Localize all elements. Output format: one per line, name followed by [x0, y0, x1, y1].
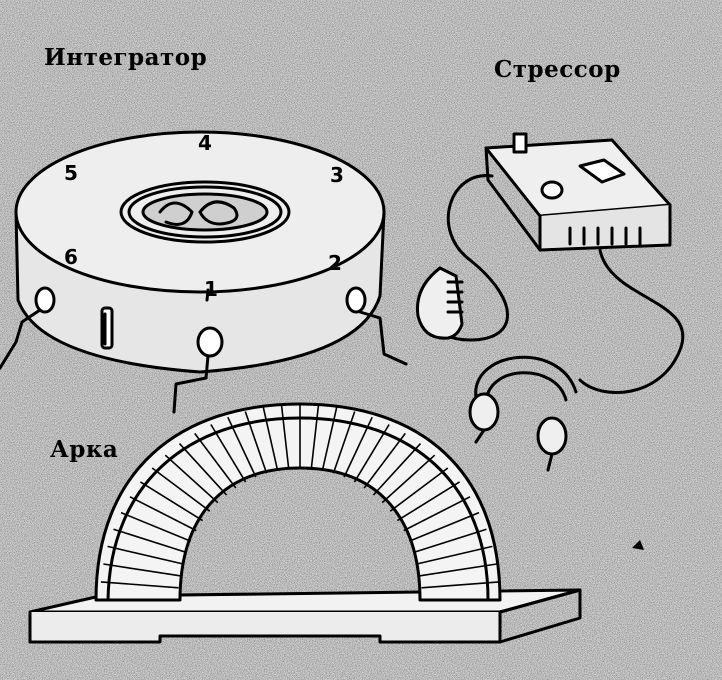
arch-brick-lines — [100, 404, 500, 601]
corner-mark — [632, 540, 644, 550]
arch-brick-joint — [343, 416, 373, 478]
arch-brick-joint — [310, 404, 320, 469]
arch-brick-joint — [100, 581, 179, 589]
brick-arch-icon — [28, 402, 582, 644]
arch-brick-joint — [363, 432, 406, 489]
arch-brick-joint — [129, 496, 197, 532]
arch-brick-joint — [227, 416, 257, 478]
hand-grip-icon — [415, 266, 464, 340]
arch-brick-joint — [178, 443, 228, 496]
arch-brick-joint — [103, 563, 181, 577]
arch-brick-joint — [151, 467, 211, 512]
arch-brick-joint — [139, 481, 204, 522]
headphones-icon — [468, 355, 578, 472]
arch-brick-joint — [262, 407, 279, 471]
arch-brick-joint — [421, 581, 500, 589]
arch-brick-joint — [413, 528, 487, 554]
arch-brick-joint — [194, 432, 237, 489]
arch-brick-joint — [389, 467, 449, 512]
arch-brick-joint — [408, 511, 480, 543]
arch-brick-joint — [164, 454, 219, 504]
arch-brick-joint — [120, 511, 192, 543]
arch-brick-joint — [280, 404, 290, 469]
arch-brick-joint — [372, 443, 422, 496]
arch-brick-joint — [417, 545, 493, 565]
stressor-box-icon — [428, 132, 685, 394]
arch-brick-joint — [419, 563, 497, 577]
arch-brick-joint — [396, 481, 461, 522]
arch-brick-joint — [113, 528, 187, 554]
arch-brick-joint — [403, 496, 471, 532]
arch-brick-joint — [332, 411, 356, 474]
integrator-drum-icon — [0, 130, 408, 414]
arch-brick-joint — [107, 545, 183, 565]
stressor-caption: Стрессор — [494, 56, 621, 83]
arch-brick-joint — [210, 424, 247, 483]
arch-brick-joint — [244, 411, 268, 474]
arch-brick-joint — [381, 454, 436, 504]
integrator-caption: Интегратор — [44, 44, 208, 71]
arch-caption: Арка — [50, 436, 119, 463]
arch-brick-joint — [353, 424, 390, 483]
arch-brick-joint — [321, 407, 338, 471]
